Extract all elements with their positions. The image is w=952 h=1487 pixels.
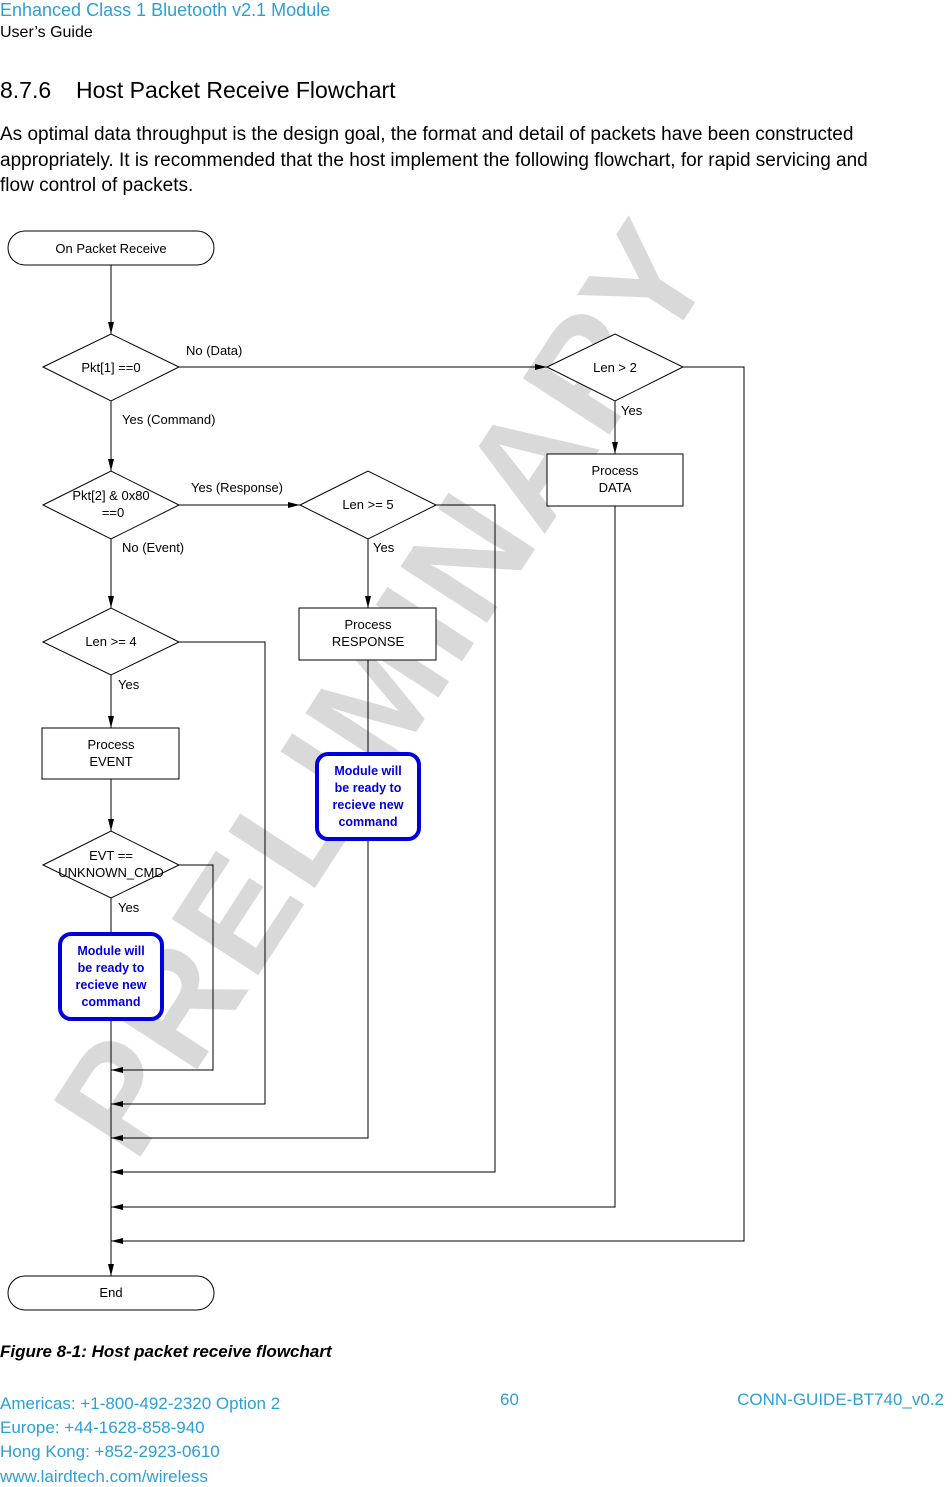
- flow-arrow-return: [111, 366, 745, 1244]
- decision-len5: Len >= 5: [298, 470, 438, 540]
- end-terminal: End: [7, 1275, 215, 1311]
- document-subtitle: User’s Guide: [0, 24, 93, 41]
- flow-arrow-return: [111, 864, 214, 1073]
- decision-pkt1: Pkt[1] ==0: [41, 333, 181, 402]
- process-response-label-line2: RESPONSE: [332, 634, 405, 649]
- process-response: Process RESPONSE: [298, 607, 437, 661]
- process-data-label-line1: Process: [592, 463, 639, 478]
- section-title: Host Packet Receive Flowchart: [76, 77, 396, 103]
- decision-len2: Len > 2: [545, 333, 685, 402]
- process-response-label-line1: Process: [345, 617, 392, 632]
- paragraph-line: appropriately. It is recommended that th…: [0, 149, 868, 171]
- note-line: be ready to: [335, 781, 402, 795]
- footer-website-link[interactable]: www.lairdtech.com/wireless: [0, 1467, 208, 1486]
- footer-document-id: CONN-GUIDE-BT740_v0.2: [737, 1390, 944, 1409]
- section-heading: 8.7.6 Host Packet Receive Flowchart: [0, 77, 396, 104]
- label-yes: Yes: [118, 900, 140, 915]
- footer-page-number: 60: [500, 1390, 519, 1409]
- process-data: Process DATA: [546, 453, 684, 507]
- note-module-ready-left: Module will be ready to recieve new comm…: [58, 932, 164, 1021]
- process-event-label-line2: EVENT: [89, 754, 132, 769]
- note-line: command: [81, 995, 140, 1009]
- label-yes-response: Yes (Response): [191, 480, 283, 495]
- note-line: recieve new: [76, 978, 147, 992]
- label-yes: Yes: [118, 677, 140, 692]
- footer-phone-hongkong: Hong Kong: +852-2923-0610: [0, 1442, 220, 1461]
- note-line: command: [338, 815, 397, 829]
- note-line: be ready to: [78, 961, 145, 975]
- label-yes: Yes: [621, 403, 643, 418]
- paragraph-line: As optimal data throughput is the design…: [0, 124, 854, 145]
- process-event-label-line1: Process: [88, 737, 135, 752]
- footer-phone-americas: Americas: +1-800-492-2320 Option 2: [0, 1394, 281, 1413]
- label-no-event: No (Event): [122, 540, 184, 555]
- start-terminal: On Packet Receive: [7, 230, 215, 266]
- decision-pkt2-label-line1: Pkt[2] & 0x80: [72, 488, 149, 503]
- decision-len4: Len >= 4: [41, 607, 181, 676]
- note-line: recieve new: [333, 798, 404, 812]
- end-label: End: [99, 1285, 122, 1300]
- decision-pkt1-label: Pkt[1] ==0: [81, 360, 140, 375]
- note-line: Module will: [77, 944, 144, 958]
- decision-evt-label-line2: UNKNOWN_CMD: [58, 865, 163, 880]
- decision-evt-label-line1: EVT ==: [89, 848, 133, 863]
- intro-paragraph: As optimal data throughput is the design…: [0, 122, 952, 199]
- flow-arrow-return: [111, 840, 369, 1141]
- label-yes-command: Yes (Command): [122, 412, 215, 427]
- decision-pkt2: Pkt[2] & 0x80 ==0: [41, 470, 181, 540]
- start-label: On Packet Receive: [55, 241, 166, 256]
- process-event: Process EVENT: [41, 727, 180, 780]
- flow-arrow-return: [111, 641, 266, 1107]
- decision-len4-label: Len >= 4: [85, 634, 136, 649]
- decision-pkt2-label-line2: ==0: [102, 505, 124, 520]
- section-number: 8.7.6: [0, 77, 52, 103]
- label-yes: Yes: [373, 540, 395, 555]
- process-data-label-line2: DATA: [599, 480, 632, 495]
- decision-evt: EVT == UNKNOWN_CMD: [41, 830, 181, 899]
- document-title: Enhanced Class 1 Bluetooth v2.1 Module: [0, 0, 331, 20]
- label-no-data: No (Data): [186, 343, 242, 358]
- paragraph-line: flow control of packets.: [0, 175, 194, 196]
- decision-len5-label: Len >= 5: [342, 497, 393, 512]
- figure-caption: Figure 8-1: Host packet receive flowchar…: [0, 1342, 332, 1361]
- footer-phone-europe: Europe: +44-1628-858-940: [0, 1418, 205, 1437]
- flow-arrow-return: [111, 506, 616, 1210]
- note-line: Module will: [334, 764, 401, 778]
- decision-len2-label: Len > 2: [593, 360, 637, 375]
- flow-arrow-return: [111, 504, 496, 1175]
- note-module-ready-middle: Module will be ready to recieve new comm…: [315, 752, 421, 841]
